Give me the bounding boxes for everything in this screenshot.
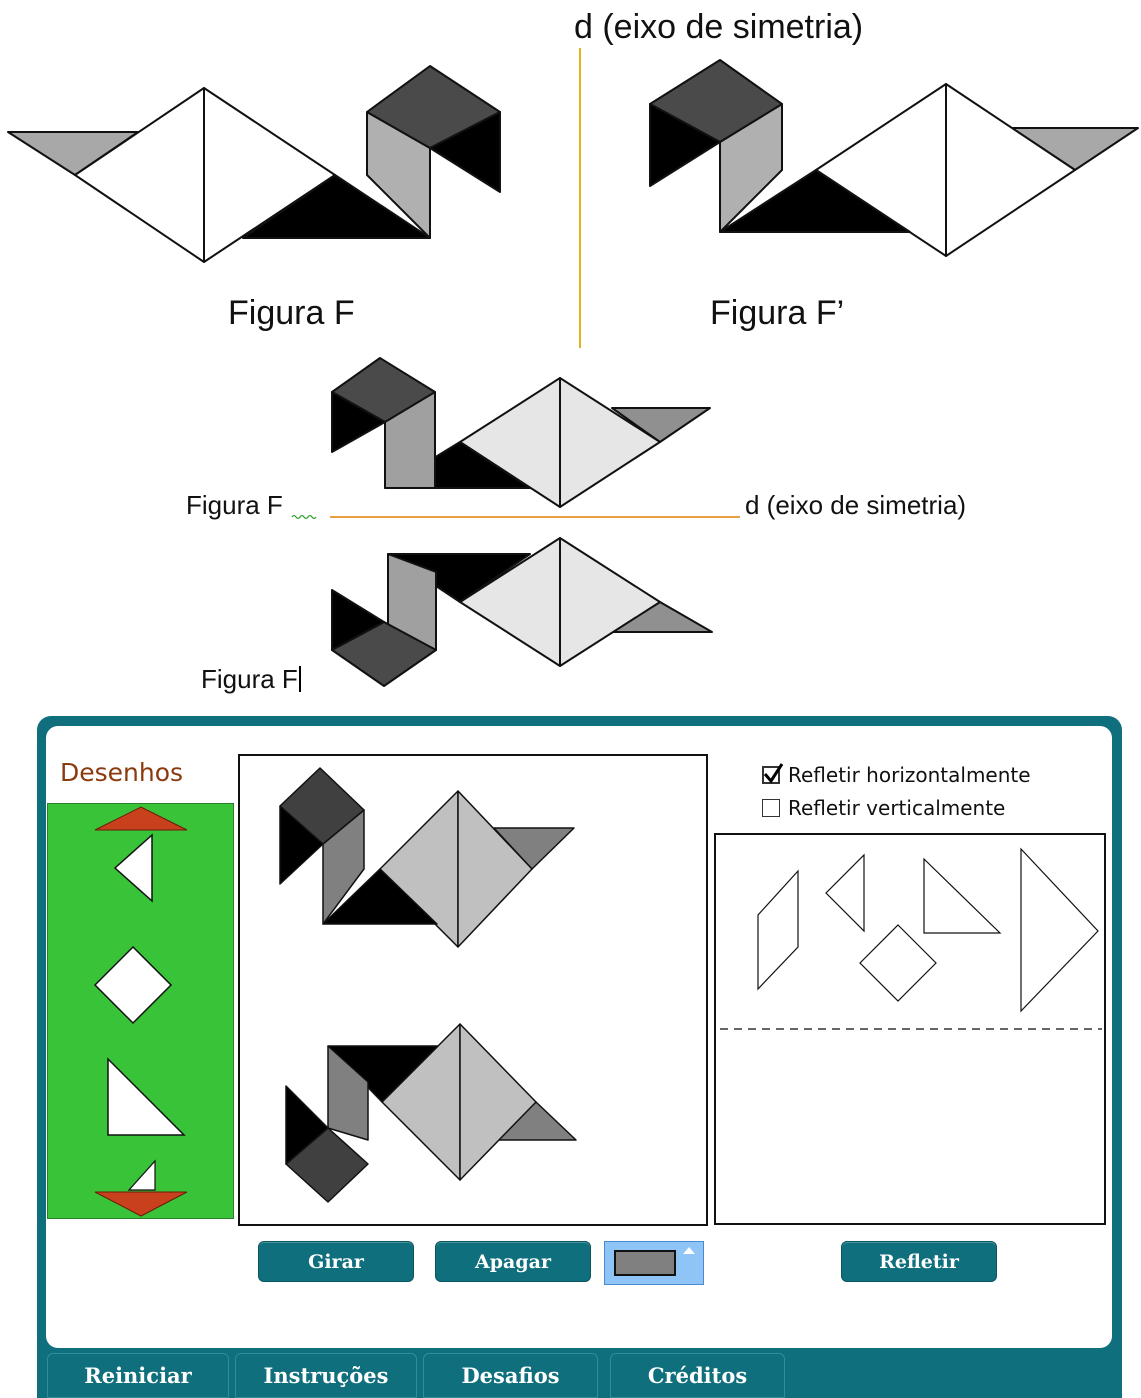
lower-beak	[331, 589, 385, 651]
piece-parallelogram[interactable]	[757, 869, 799, 991]
canvas-upper-body-right	[457, 790, 533, 948]
vertical-axis-label: d (eixo de simetria)	[574, 8, 864, 46]
rotate-button[interactable]: Girar	[258, 1241, 414, 1282]
figure-f-body-left	[74, 87, 205, 263]
figure-f-prime-body-right	[945, 83, 1076, 257]
reflect-horizontal-option[interactable]: Refletir horizontalmente	[762, 763, 1031, 787]
reflect-horizontal-label: Refletir horizontalmente	[788, 763, 1031, 787]
piece-small-triangle[interactable]	[825, 853, 865, 933]
canvas-lower-figure	[285, 1023, 577, 1203]
piece-large-triangle[interactable]	[1020, 847, 1099, 1013]
lower-body-right	[559, 537, 661, 667]
figure-f-prime-black-triangle	[719, 169, 911, 233]
palette-square[interactable]	[93, 945, 173, 1025]
middle-figures-drawing	[291, 357, 740, 687]
upper-middle-figure	[331, 357, 711, 508]
reflect-vertical-checkbox[interactable]	[762, 799, 780, 817]
canvas-lower-neck	[327, 1045, 369, 1141]
figure-f-body-right	[203, 87, 336, 263]
figure-f-prime-beak	[649, 103, 721, 187]
palette-small-triangle[interactable]	[113, 833, 153, 903]
tab-reiniciar[interactable]: Reiniciar	[47, 1353, 229, 1398]
reflection-pieces	[720, 847, 1102, 1030]
upper-tail	[611, 407, 711, 443]
piece-square[interactable]	[859, 924, 937, 1002]
palette-large-triangle[interactable]	[107, 1057, 186, 1136]
checkmark-icon	[763, 763, 784, 784]
figure-f-prime-label: Figura F’	[710, 294, 845, 332]
reflect-horizontal-checkbox[interactable]	[762, 763, 784, 784]
canvas-upper-beak	[279, 805, 324, 885]
palette-tiny-triangle[interactable]	[127, 1159, 156, 1191]
spellcheck-squiggle	[291, 514, 317, 520]
canvas-upper-figure	[279, 767, 575, 948]
selected-color-swatch	[614, 1250, 676, 1276]
horizontal-axis-label: d (eixo de simetria)	[745, 490, 967, 520]
color-picker[interactable]	[604, 1241, 704, 1285]
canvas-lower-body-right	[459, 1023, 537, 1181]
palette-shapes	[93, 806, 188, 1217]
upper-body-right	[559, 377, 661, 508]
figure-f-prime-drawing	[649, 59, 1139, 257]
figure-f-beak	[429, 111, 501, 193]
lower-figure-label: Figura F	[201, 664, 301, 695]
top-figures-drawing	[7, 48, 1139, 348]
figure-f-label: Figura F	[228, 294, 355, 332]
upper-beak	[331, 391, 386, 453]
erase-button[interactable]: Apagar	[435, 1241, 591, 1282]
piece-medium-triangle[interactable]	[923, 857, 1002, 934]
palette-scroll-up-arrow[interactable]	[94, 806, 188, 831]
lower-figure-label-text: Figura F	[201, 664, 298, 694]
figure-f-drawing	[7, 65, 501, 263]
color-picker-arrow-icon	[683, 1247, 695, 1254]
tab-creditos[interactable]: Créditos	[610, 1353, 785, 1398]
palette-scroll-down-arrow[interactable]	[94, 1191, 188, 1217]
lower-middle-figure	[331, 537, 713, 687]
palette-title: Desenhos	[60, 758, 184, 787]
upper-figure-label: Figura F	[186, 490, 283, 520]
reflect-button[interactable]: Refletir	[841, 1241, 997, 1282]
figure-f-black-triangle	[242, 174, 431, 239]
reflect-vertical-label: Refletir verticalmente	[788, 796, 1006, 820]
canvas-upper-black-triangle	[322, 868, 438, 925]
tab-instrucoes[interactable]: Instruções	[235, 1353, 417, 1398]
tab-desafios[interactable]: Desafios	[423, 1353, 598, 1398]
reflect-vertical-option[interactable]: Refletir verticalmente	[762, 796, 1005, 820]
text-cursor	[298, 666, 301, 692]
canvas-figures	[279, 767, 577, 1203]
canvas-lower-beak	[285, 1085, 329, 1165]
